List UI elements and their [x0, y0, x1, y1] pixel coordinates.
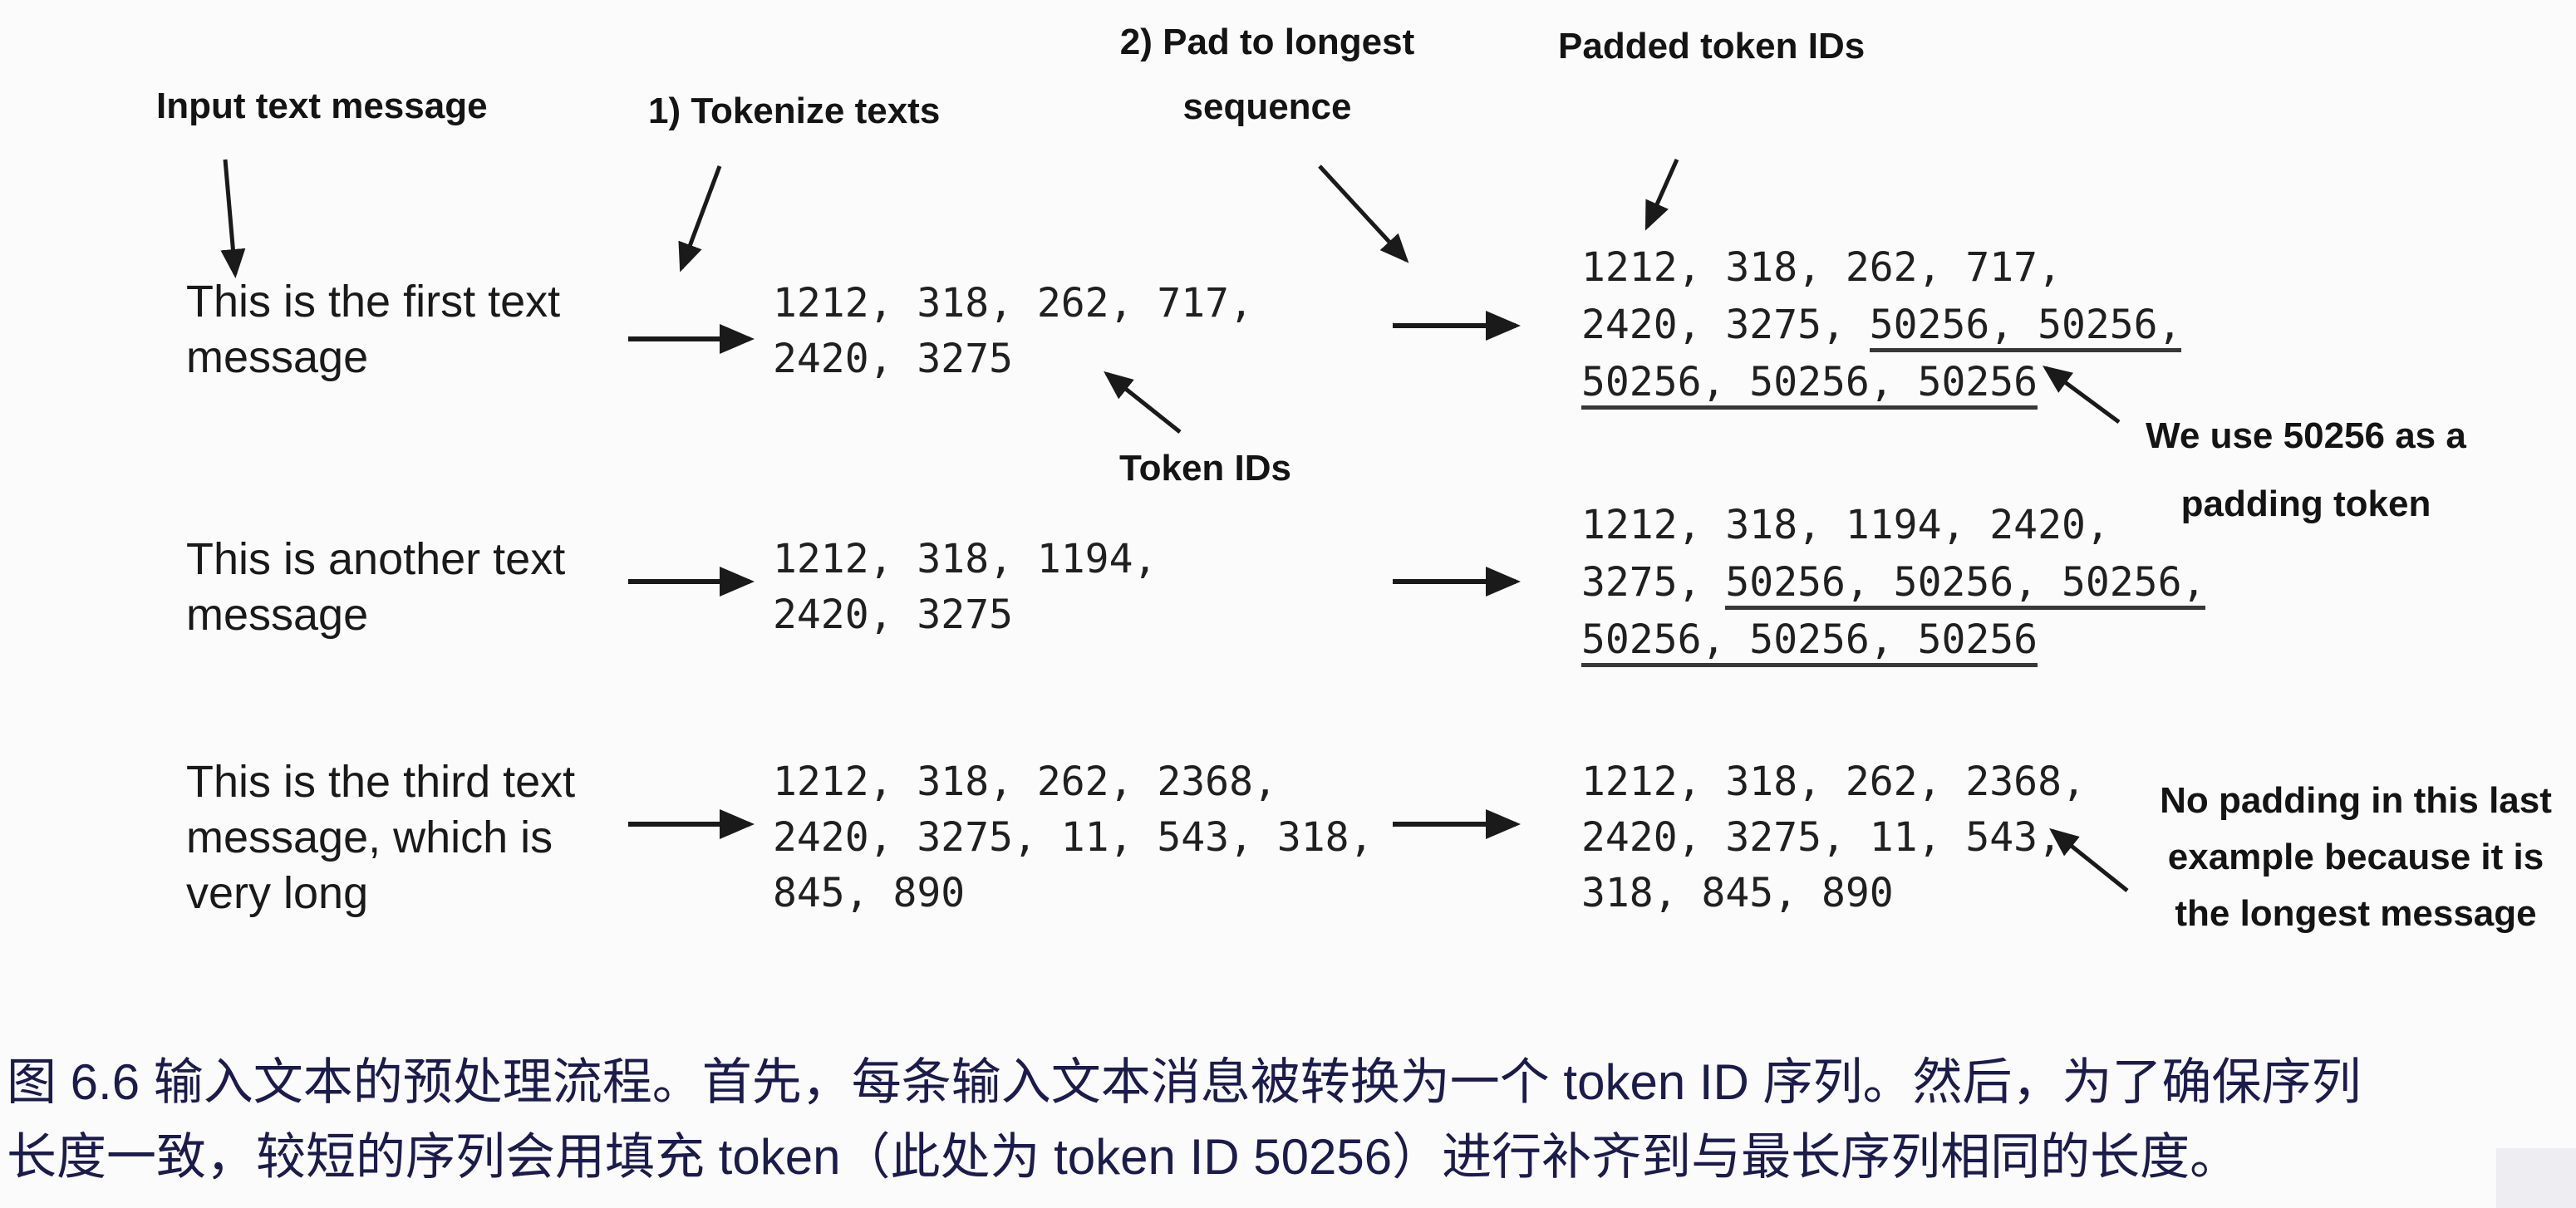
row1-token-ids: 1212, 318, 262, 717, 2420, 3275 — [773, 276, 1253, 387]
row1-token-ids-line2: 2420, 3275 — [773, 336, 1013, 382]
row1-input-message-line1: This is the first text — [186, 277, 561, 327]
row3-padded-line2: 2420, 3275, 11, 543, — [1581, 810, 2086, 866]
row2-padded-line2-padding: 50256, 50256, 50256, — [1725, 559, 2206, 610]
row1-padded-line2: 2420, 3275, 50256, 50256, — [1581, 297, 2182, 354]
figure-caption-line2: 长度一致，较短的序列会用填充 token（此处为 token ID 50256）… — [7, 1129, 2240, 1185]
label-step2-pad-line1: 2) Pad to longest — [1119, 22, 1415, 62]
annotation-we-use-50256-line1: We use 50256 as a — [2146, 415, 2466, 456]
row3-token-ids-line1: 1212, 318, 262, 2368, — [773, 759, 1277, 805]
row3-padded-line1: 1212, 318, 262, 2368, — [1581, 754, 2086, 810]
row2-token-ids-line1: 1212, 318, 1194, — [773, 536, 1158, 582]
row1-padded-line3-padding: 50256, 50256, 50256 — [1581, 359, 2038, 410]
row1-padded-line2-padding: 50256, 50256, — [1869, 302, 2182, 352]
row3-token-ids: 1212, 318, 262, 2368, 2420, 3275, 11, 54… — [773, 754, 1373, 921]
label-step1-tokenize: 1) Tokenize texts — [648, 91, 941, 131]
annotation-no-padding-line2: example because it is — [2167, 837, 2544, 877]
row3-padded-line3-ids: 318, 845, 890 — [1581, 870, 1894, 916]
arrow-pad-label-to-padded1 — [1318, 165, 1409, 263]
annotation-we-use-50256: We use 50256 as a padding token — [2119, 402, 2493, 538]
row2-input-message-line2: message — [186, 590, 369, 640]
row3-padded-line3: 318, 845, 890 — [1581, 866, 2086, 921]
label-step2-pad-line2: sequence — [1182, 86, 1352, 127]
row1-padded-line2-ids: 2420, 3275, — [1581, 302, 1870, 348]
row3-input-message-line1: This is the third text — [186, 757, 576, 807]
row1-padded-line1: 1212, 318, 262, 717, — [1581, 239, 2181, 297]
annotation-no-padding-line1: No padding in this last — [2160, 780, 2552, 821]
row2-input-message: This is another text message — [186, 532, 565, 643]
label-token-ids: Token IDs — [1119, 448, 1292, 489]
row1-padded-line1-ids: 1212, 318, 262, 717, — [1581, 244, 2062, 291]
row1-padded-line3: 50256, 50256, 50256 — [1581, 354, 2181, 411]
row2-token-ids-line2: 2420, 3275 — [773, 592, 1013, 638]
row1-token-ids-line1: 1212, 318, 262, 717, — [773, 280, 1253, 327]
row3-input-message-line3: very long — [186, 868, 369, 918]
row3-input-message-line2: message, which is — [186, 813, 553, 862]
row3-padded-token-ids: 1212, 318, 262, 2368, 2420, 3275, 11, 54… — [1581, 754, 2086, 921]
row2-padded-line3-padding: 50256, 50256, 50256 — [1581, 616, 2038, 667]
row2-token-ids: 1212, 318, 1194, 2420, 3275 — [773, 532, 1157, 643]
corner-artifact — [2496, 1148, 2576, 1208]
row2-padded-line3: 50256, 50256, 50256 — [1581, 611, 2205, 669]
row3-padded-line1-ids: 1212, 318, 262, 2368, — [1581, 759, 2086, 805]
row2-padded-line1: 1212, 318, 1194, 2420, — [1581, 497, 2205, 554]
row2-padded-line2: 3275, 50256, 50256, 50256, — [1581, 554, 2206, 611]
row2-padded-line1-ids: 1212, 318, 1194, 2420, — [1581, 502, 2110, 548]
annotation-no-padding: No padding in this last example because … — [2136, 773, 2576, 942]
arrow-tokenize-label-to-tokens1 — [678, 165, 722, 273]
figure-caption-line1: 图 6.6 输入文本的预处理流程。首先，每条输入文本消息被转换为一个 token… — [7, 1054, 2362, 1110]
annotation-no-padding-line3: the longest message — [2175, 893, 2537, 934]
row2-input-message-line1: This is another text — [186, 534, 566, 584]
row1-padded-token-ids: 1212, 318, 262, 717, 2420, 3275, 50256, … — [1581, 239, 2182, 411]
row2-padded-line2-ids: 3275, — [1581, 559, 1726, 606]
annotation-we-use-50256-line2: padding token — [2180, 484, 2431, 524]
figure-caption: 图 6.6 输入文本的预处理流程。首先，每条输入文本消息被转换为一个 token… — [7, 1045, 2362, 1195]
row3-input-message: This is the third text message, which is… — [186, 754, 575, 921]
row3-token-ids-line3: 845, 890 — [773, 870, 966, 916]
arrow-padded-ids-label-to-padded1 — [1644, 158, 1679, 231]
row1-input-message: This is the first text message — [186, 274, 560, 385]
row3-padded-line2-ids: 2420, 3275, 11, 543, — [1581, 814, 2062, 861]
label-padded-token-ids: Padded token IDs — [1558, 26, 1866, 66]
row3-token-ids-line2: 2420, 3275, 11, 543, 318, — [773, 814, 1374, 861]
arrow-input-label-to-message1 — [220, 159, 246, 278]
label-step2-pad: 2) Pad to longest sequence — [1105, 10, 1429, 140]
row1-input-message-line2: message — [186, 332, 369, 382]
row2-padded-token-ids: 1212, 318, 1194, 2420, 3275, 50256, 5025… — [1581, 497, 2206, 669]
label-input-text-message: Input text message — [156, 86, 488, 126]
